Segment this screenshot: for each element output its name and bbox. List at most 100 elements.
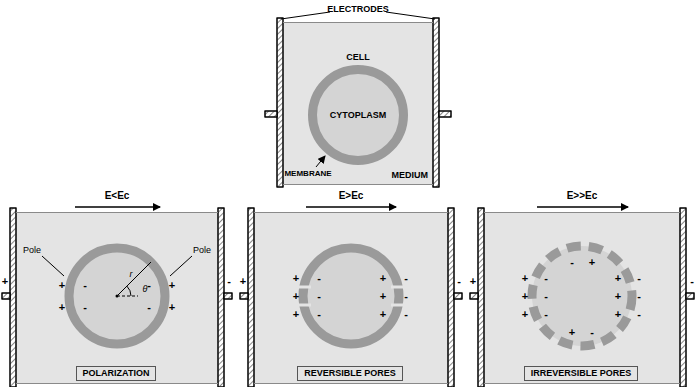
pole-label: Pole xyxy=(193,246,211,255)
charge-sign: + xyxy=(169,280,175,291)
field-label: E<Ec xyxy=(105,191,130,201)
medium-fill xyxy=(16,22,680,384)
cell-circle: CELLCYTOPLASM xyxy=(303,49,413,167)
electrode-plate xyxy=(218,208,224,387)
membrane-label: MEMBRANE xyxy=(284,170,331,178)
field-label: E>>Ec xyxy=(567,191,598,201)
electrode-plate xyxy=(680,208,686,387)
electrode-plate xyxy=(448,208,454,387)
medium-chamber: MEDIUM CELLCYTOPLASM xyxy=(283,22,433,185)
charge-sign: - xyxy=(457,276,461,287)
electrode-plate xyxy=(240,293,248,299)
charge-sign: + xyxy=(240,276,246,287)
electrodes-label: ELECTRODES xyxy=(327,5,389,14)
charge-sign: + xyxy=(470,276,476,287)
charge-sign: + xyxy=(569,327,575,338)
ruptured-cell xyxy=(532,246,632,346)
radius-symbol: r xyxy=(130,270,133,279)
electrode-plate xyxy=(2,18,694,387)
porated-cell xyxy=(297,286,311,289)
electrode-plate xyxy=(454,293,462,299)
charge-sign: + xyxy=(380,291,386,302)
charge-sign: + xyxy=(522,309,528,320)
field-label: E>Ec xyxy=(339,191,364,201)
electrode-plate xyxy=(265,111,277,117)
angle-symbol: θ xyxy=(143,285,148,294)
charge-sign: + xyxy=(293,273,299,284)
charge-sign: - xyxy=(637,291,641,302)
charge-sign: - xyxy=(227,276,231,287)
ruptured-cell xyxy=(532,246,632,346)
leader-line xyxy=(386,12,435,19)
porated-cell xyxy=(297,304,311,307)
electrode-plate xyxy=(470,293,478,299)
electrode-plate xyxy=(454,293,462,299)
charge-sign: + xyxy=(169,302,175,313)
charge-sign: + xyxy=(59,302,65,313)
charge-sign: + xyxy=(380,309,386,320)
leader-line xyxy=(316,156,325,167)
field-arrow xyxy=(75,206,628,207)
charge-sign: - xyxy=(147,280,151,291)
charge-sign: + xyxy=(615,309,621,320)
electrode-plate xyxy=(224,293,232,299)
charge-sign: + xyxy=(615,291,621,302)
electrode-plate xyxy=(2,293,10,299)
charge-sign: - xyxy=(317,309,321,320)
charge-sign: - xyxy=(404,273,408,284)
charge-sign: + xyxy=(293,291,299,302)
electrode-plate xyxy=(439,111,451,117)
electrode-plate xyxy=(686,293,694,299)
leader-line xyxy=(281,12,330,19)
medium-fill xyxy=(484,212,680,384)
polarized-cell xyxy=(69,248,165,344)
charge-sign: + xyxy=(589,257,595,268)
electrode-plate xyxy=(433,18,439,187)
electrode-plate xyxy=(439,111,451,117)
electrode-plate xyxy=(433,18,439,187)
irreversible-pores-chamber: IRREVERSIBLE PORES xyxy=(484,212,680,384)
charge-sign: - xyxy=(637,309,641,320)
charge-sign: - xyxy=(147,302,151,313)
charge-sign: + xyxy=(522,291,528,302)
charge-sign: - xyxy=(404,309,408,320)
charge-sign: + xyxy=(59,280,65,291)
charge-sign: - xyxy=(404,291,408,302)
charge-sign: - xyxy=(570,257,574,268)
reversible-pores-chamber: REVERSIBLE PORES xyxy=(254,212,448,384)
polarized-cell xyxy=(127,286,131,296)
electrode-plate xyxy=(680,208,686,387)
medium-label: MEDIUM xyxy=(392,170,429,181)
charge-sign: - xyxy=(690,276,694,287)
charge-sign: + xyxy=(293,309,299,320)
cell-label: CELL xyxy=(346,52,370,63)
field-arrow xyxy=(537,206,628,207)
charge-sign: - xyxy=(83,302,87,313)
stage-label: POLARIZATION xyxy=(76,366,157,381)
electrode-plate xyxy=(2,293,10,299)
charge-sign: - xyxy=(83,280,87,291)
medium-fill xyxy=(16,212,218,384)
charge-sign: + xyxy=(522,273,528,284)
charge-sign: - xyxy=(590,327,594,338)
charge-sign: - xyxy=(317,291,321,302)
stage-label: REVERSIBLE PORES xyxy=(297,366,403,381)
pole-label: Pole xyxy=(23,246,41,255)
electrode-plate xyxy=(265,111,277,117)
electrode-plate xyxy=(218,208,224,387)
porated-cell xyxy=(297,248,405,344)
charge-sign: + xyxy=(615,273,621,284)
polarized-cell xyxy=(69,248,165,344)
porated-cell xyxy=(391,304,405,307)
electrode-plate xyxy=(448,208,454,387)
field-arrow xyxy=(306,206,396,207)
polarized-cell xyxy=(116,295,119,298)
charge-sign: - xyxy=(544,273,548,284)
charge-sign: - xyxy=(637,273,641,284)
porated-cell xyxy=(303,248,399,344)
charge-sign: - xyxy=(317,273,321,284)
stage-label: IRREVERSIBLE PORES xyxy=(524,366,639,381)
electrode-plate xyxy=(224,293,232,299)
leader-line xyxy=(170,256,192,276)
